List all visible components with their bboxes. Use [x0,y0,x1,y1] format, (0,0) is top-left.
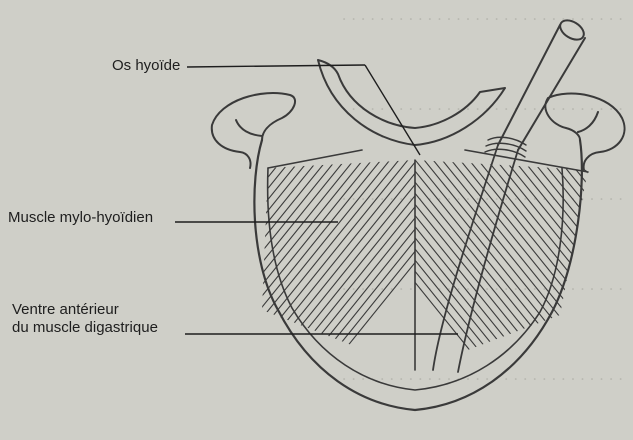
hatch-line [597,140,633,400]
mylohyoid-hatching-right [300,140,633,400]
hatch-line [88,140,298,400]
hatch-line [435,140,633,400]
hatch-line [408,140,618,400]
hatch-line [259,140,469,400]
hatch-line [115,140,325,400]
hatch-line [0,140,181,400]
hatch-line [552,140,633,400]
hatch-line [588,140,633,400]
mylohyoid-muscle-outline [268,150,588,370]
svg-text:. . . . . . . . . . . . . . .: . . . . . . . . . . . . . . . . . . . . … [342,96,623,114]
label-muscle-mylo-hyoidien: Muscle mylo-hyoïdien [8,209,153,227]
label-ventre-anterieur-line2: du muscle digastrique [12,319,158,337]
hatch-line [295,140,505,400]
hatch-line [561,140,633,400]
hatch-line [0,140,145,400]
hatch-line [345,140,555,400]
hatch-line [142,140,352,400]
hatch-line [286,140,496,400]
hatch-line [0,140,136,400]
mylohyoid-hatching-left [0,140,514,400]
hatch-line [196,140,406,400]
hatch-line [327,140,537,400]
hatch-line [318,140,528,400]
hatch-line [133,140,343,400]
label-ventre-anterieur-line1: Ventre antérieur [12,301,158,319]
hatch-line [525,140,633,400]
hatch-line [0,140,154,400]
hatch-line [570,140,633,400]
hatch-line [0,140,199,400]
hatch-line [399,140,609,400]
hatch-line [372,140,582,400]
hatch-line [0,140,100,400]
hatch-line [214,140,424,400]
label-ventre-anterieur: Ventre antérieur du muscle digastrique [12,301,158,337]
hatch-line [606,140,633,400]
hatch-line [169,140,379,400]
hatch-line [97,140,307,400]
hatch-line [0,140,163,400]
hatch-line [52,140,262,400]
hatch-line [178,140,388,400]
hatch-line [354,140,564,400]
hatch-line [489,140,633,400]
hatch-line [124,140,334,400]
hatch-line [453,140,633,400]
hatch-line [250,140,460,400]
hatch-line [34,140,244,400]
hatch-line [0,140,172,400]
svg-text:. . . . . . . . . . . . . . .: . . . . . . . . . . . . . . . . . . . . … [342,6,623,24]
hatch-line [363,140,573,400]
hatch-line [16,140,226,400]
hatch-line [205,140,415,400]
hatch-line [624,140,633,400]
hatch-line [268,140,478,400]
hatch-line [70,140,280,400]
hatch-line [507,140,633,400]
hatch-line [25,140,235,400]
leader-os-hyoide [187,65,365,67]
hatch-line [79,140,289,400]
hatch-line [61,140,271,400]
hatch-line [187,140,397,400]
hatch-line [0,140,190,400]
hatch-line [106,140,316,400]
hatch-line [277,140,487,400]
hatch-line [300,140,510,400]
left-mandible-ramus [212,93,295,168]
label-os-hyoide: Os hyoïde [112,57,180,75]
hatch-line [336,140,546,400]
hatch-line [615,140,633,400]
hatch-line [579,140,633,400]
hatch-line [7,140,217,400]
hatch-line [43,140,253,400]
hatch-line [0,140,127,400]
hatch-line [0,140,118,400]
hatch-line [241,140,451,400]
hatch-line [0,140,208,400]
hatch-line [417,140,627,400]
hatch-line [0,140,109,400]
